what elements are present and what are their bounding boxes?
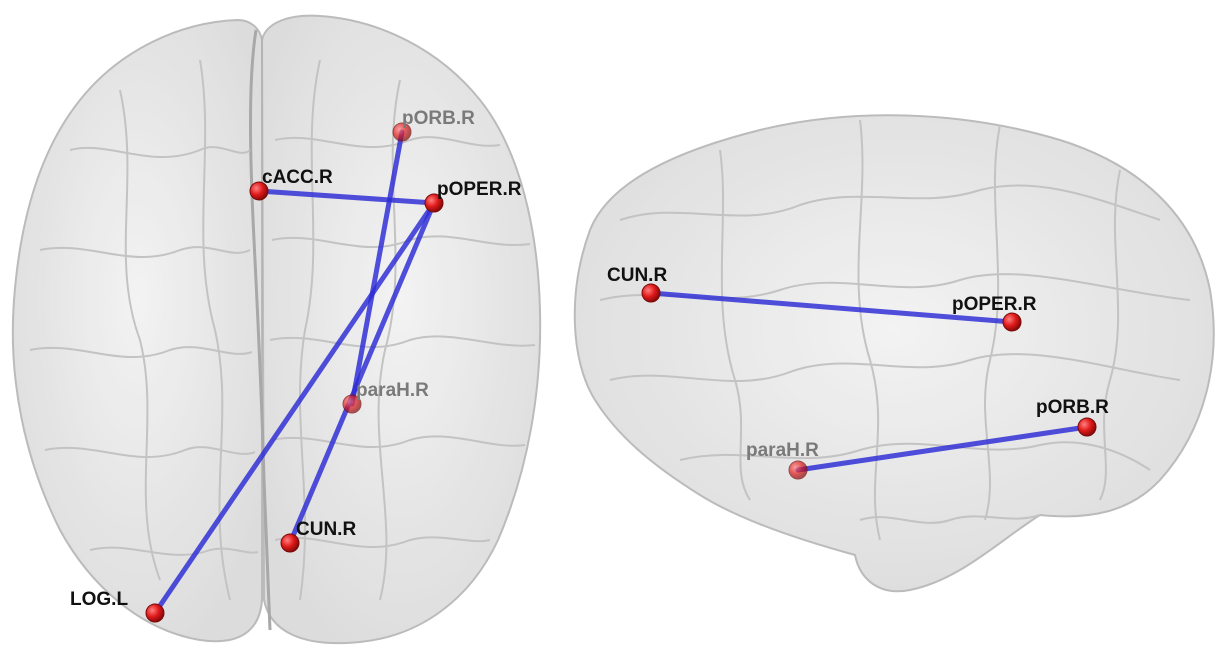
sagittal-node-parah-r xyxy=(788,460,808,480)
sagittal-edge-cun-r-poper-r xyxy=(648,290,1015,325)
sagittal-label-cun-r: CUN.R xyxy=(607,265,667,286)
axial-node-cacc-r xyxy=(249,181,269,201)
sagittal-brain-view xyxy=(573,114,1215,593)
axial-edge-poper-r-cun-r xyxy=(287,200,437,546)
sagittal-node-cun-r xyxy=(641,283,661,303)
sagittal-node-porb-r xyxy=(1077,417,1097,437)
axial-label-cacc-r: cACC.R xyxy=(262,167,333,188)
sagittal-node-poper-r xyxy=(1002,312,1022,332)
axial-node-log-l xyxy=(145,603,165,623)
sagittal-cortex xyxy=(573,114,1215,593)
axial-edges xyxy=(152,129,437,616)
sagittal-label-parah-r: paraH.R xyxy=(746,440,819,461)
axial-nodes: pORB.R cACC.R pOPER.R paraH.R CUN.R LOG.L xyxy=(70,108,522,623)
axial-node-poper-r xyxy=(424,193,444,213)
axial-right-hemisphere xyxy=(260,14,542,645)
axial-label-poper-r: pOPER.R xyxy=(437,179,522,200)
axial-gyri xyxy=(29,59,536,601)
axial-edge-cacc-r-poper-r xyxy=(256,188,437,206)
axial-edge-porb-r-parah-r xyxy=(349,129,405,407)
sagittal-nodes: CUN.R pOPER.R paraH.R pORB.R xyxy=(607,265,1109,480)
sagittal-edge-parah-r-porb-r xyxy=(795,424,1090,473)
axial-midline-fissure xyxy=(249,29,272,631)
sagittal-label-poper-r: pOPER.R xyxy=(952,294,1037,315)
axial-node-parah-r xyxy=(342,394,362,414)
axial-brain-view xyxy=(11,14,542,645)
axial-label-parah-r: paraH.R xyxy=(356,380,429,401)
sagittal-gyri xyxy=(599,119,1191,541)
sagittal-label-porb-r: pORB.R xyxy=(1036,397,1109,418)
axial-label-log-l: LOG.L xyxy=(70,589,128,610)
axial-node-porb-r xyxy=(392,122,412,142)
axial-node-cun-r xyxy=(280,533,300,553)
sagittal-edges xyxy=(648,290,1090,473)
axial-label-cun-r: CUN.R xyxy=(296,519,356,540)
axial-label-porb-r: pORB.R xyxy=(402,108,475,129)
axial-edge-poper-r-log-l xyxy=(152,200,437,616)
